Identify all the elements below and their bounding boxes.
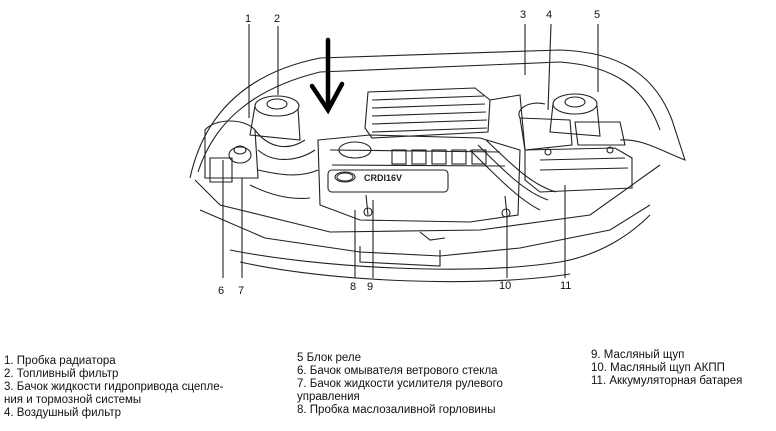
legend-item: 1. Пробка радиатора (4, 355, 116, 367)
legend-item: ния и тормозной системы (4, 394, 142, 406)
engine-badge-label: CRDI16V (364, 173, 402, 183)
legend-column-2: 5 Блок реле 6. Бачок омывателя ветрового… (297, 352, 503, 417)
legend-item: 7. Бачок жидкости усилителя рулевого (297, 378, 503, 390)
engine-bay-diagram: CRDI16V 1 2 3 4 5 6 7 8 9 10 11 (189, 9, 686, 297)
oil-filler-cap (338, 141, 372, 159)
callout-9: 9 (367, 281, 373, 293)
callout-5: 5 (594, 9, 600, 21)
legend-item: 8. Пробка маслозаливной горловины (297, 404, 496, 416)
callout-2: 2 (274, 13, 280, 25)
callout-11: 11 (560, 280, 571, 292)
legend-item: 3. Бачок жидкости гидропривода сцепле- (4, 381, 224, 393)
air-filter-box (519, 117, 573, 151)
steering-fluid-reservoir (209, 157, 233, 183)
intercooler (364, 87, 491, 139)
legend-item: 4. Воздушный фильтр (4, 407, 122, 419)
oil-dipstick (365, 194, 369, 216)
relay-box (574, 121, 626, 146)
callout-7: 7 (238, 285, 244, 297)
legend-column-3: 9. Масляный щуп 10. Масляный щуп АКПП 11… (591, 349, 742, 388)
legend-item: 9. Масляный щуп (591, 349, 685, 361)
callout-4: 4 (546, 9, 552, 21)
legend-item: 11. Аккумуляторная батарея (591, 375, 743, 387)
legend-item: 6. Бачок омывателя ветрового стекла (297, 365, 498, 377)
battery (524, 147, 633, 193)
legend-item: 5 Блок реле (297, 352, 361, 364)
callout-6: 6 (218, 285, 224, 297)
legend-item: управления (297, 391, 360, 403)
callout-8: 8 (350, 281, 356, 293)
hood-outline (189, 49, 686, 179)
callout-10: 10 (499, 280, 511, 292)
legend-column-1: 1. Пробка радиатора 2. Топливный фильтр … (4, 355, 223, 420)
callout-3: 3 (520, 9, 526, 21)
washer-reservoir (204, 120, 259, 179)
legend-item: 10. Масляный щуп АКПП (591, 362, 725, 374)
callout-1: 1 (245, 13, 251, 25)
pointer-arrow (309, 37, 345, 115)
legend-item: 2. Топливный фильтр (4, 368, 119, 380)
atf-dipstick (504, 195, 508, 216)
